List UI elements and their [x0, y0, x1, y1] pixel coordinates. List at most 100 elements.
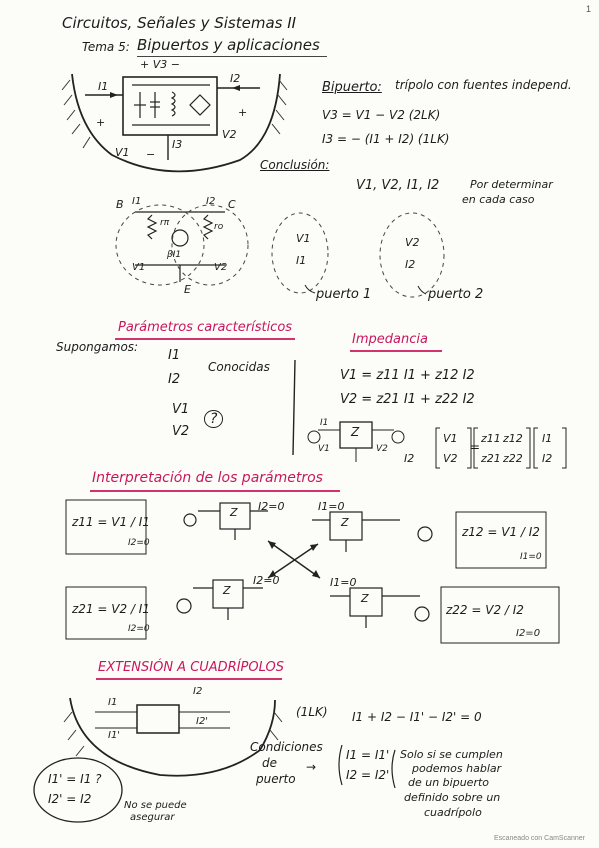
- conclusion-note-2: en cada caso: [462, 193, 535, 206]
- eq-i3: I3 = − (I1 + I2) (1LK): [322, 132, 450, 146]
- imp-v1: V1: [318, 444, 330, 454]
- interpretacion-heading: Interpretación de los parámetros: [92, 470, 323, 486]
- conocidas-label: Conocidas: [208, 360, 270, 374]
- sketch-z-2: Z: [341, 516, 349, 529]
- transistor-v2: V2: [214, 262, 228, 273]
- no-puede-label: No se puede: [124, 800, 187, 811]
- beta-label: βI1: [167, 250, 182, 260]
- circle-eq-2: I2' = I2: [48, 792, 92, 806]
- lk-equation: I1 + I2 − I1' − I2' = 0: [352, 710, 482, 724]
- z21-condition: I2=0: [128, 624, 150, 634]
- matrix-z21: z21: [481, 452, 501, 465]
- z11-formula: z11 = V1 / I1: [72, 515, 150, 529]
- transistor-i2: I2: [206, 196, 216, 207]
- cond-b: I2 = I2': [346, 768, 390, 782]
- transistor-i1: I1: [132, 196, 142, 207]
- sketch-cond-i1b: I1=0: [330, 576, 357, 589]
- i2-label: I2: [230, 72, 241, 85]
- z-eq-2: V2 = z21 I1 + z22 I2: [340, 392, 475, 407]
- ext-i1: I1: [108, 697, 118, 708]
- i1-label: I1: [98, 80, 109, 93]
- imp-i2: I2: [404, 452, 415, 465]
- z21-formula: z21 = V2 / I1: [72, 602, 150, 616]
- param-v2: V2: [172, 424, 190, 439]
- sketch-z-4: Z: [361, 592, 369, 605]
- condiciones-3: puerto: [256, 772, 296, 786]
- param-i2: I2: [168, 372, 181, 387]
- note-1: Solo si se cumplen: [400, 748, 503, 761]
- note-5: cuadrípolo: [424, 806, 482, 819]
- v3-label: + V3 −: [140, 58, 180, 71]
- param-i1: I1: [168, 348, 181, 363]
- sketch-z-1: Z: [230, 506, 238, 519]
- matrix-z11: z11: [481, 432, 501, 445]
- matrix-equals: =: [470, 440, 481, 454]
- ro-label: ro: [214, 222, 224, 232]
- note-4: definido sobre un: [404, 791, 501, 804]
- bipuerto-definition: trípolo con fuentes independ.: [395, 78, 572, 92]
- cond-a: I1 = I1': [346, 748, 390, 762]
- scanner-footer: Escaneado con CamScanner: [493, 835, 585, 842]
- matrix-i2: I2: [542, 452, 553, 465]
- plus-left: +: [96, 116, 106, 129]
- imp-v2: V2: [376, 444, 388, 454]
- node-c: C: [228, 198, 236, 211]
- sketch-cond-i1: I1=0: [318, 500, 345, 513]
- matrix-v2: V2: [443, 452, 458, 465]
- z-box-label: Z: [351, 425, 360, 439]
- port1-i: I1: [296, 254, 307, 267]
- circle-eq-1: I1' = I1 ?: [48, 772, 102, 786]
- node-e: E: [184, 283, 191, 296]
- page-number: 1: [585, 4, 591, 14]
- page-title: Circuitos, Señales y Sistemas II: [62, 14, 297, 32]
- z22-formula: z22 = V2 / I2: [446, 603, 524, 617]
- condiciones-arrow: →: [306, 760, 317, 774]
- note-3: de un bipuerto: [408, 776, 490, 789]
- matrix-v1: V1: [443, 432, 458, 445]
- extension-heading: EXTENSIÓN A CUADRÍPOLOS: [98, 660, 284, 675]
- port2-v: V2: [405, 236, 420, 249]
- note-2: podemos hablar: [412, 762, 502, 775]
- imp-i1: I1: [320, 418, 329, 428]
- conclusion-label: Conclusión:: [260, 158, 330, 172]
- param-v1: V1: [172, 402, 190, 417]
- z12-formula: z12 = V1 / I2: [462, 525, 540, 539]
- ext-i2: I2: [193, 686, 203, 697]
- matrix-z12: z12: [503, 432, 523, 445]
- port2-i: I2: [405, 258, 416, 271]
- ext-i2p: I2': [196, 716, 209, 727]
- node-b: B: [116, 198, 124, 211]
- condiciones-1: Condiciones: [250, 740, 323, 754]
- sketch-cond-i2: I2=0: [258, 500, 285, 513]
- bipuerto-label: Bipuerto:: [322, 80, 382, 95]
- z12-condition: I1=0: [520, 552, 542, 562]
- lk-label: (1LK): [296, 705, 328, 719]
- ext-i1p: I1': [108, 730, 121, 741]
- z22-condition: I2=0: [516, 628, 541, 639]
- question-mark: ?: [204, 410, 224, 428]
- transistor-v1: V1: [132, 262, 146, 273]
- supongamos-label: Supongamos:: [56, 340, 139, 354]
- matrix-z22: z22: [503, 452, 523, 465]
- minus-label: −: [146, 148, 156, 161]
- parametros-heading: Parámetros característicos: [118, 320, 293, 335]
- impedancia-heading: Impedancia: [352, 332, 428, 347]
- port1-v: V1: [296, 232, 311, 245]
- conclusion-note-1: Por determinar: [470, 178, 553, 191]
- z-eq-1: V1 = z11 I1 + z12 I2: [340, 368, 475, 383]
- condiciones-2: de: [262, 756, 277, 770]
- v1-label: V1: [115, 146, 130, 159]
- topic-prefix: Tema 5:: [82, 40, 130, 54]
- topic-title: Bipuertos y aplicaciones: [137, 36, 320, 54]
- i3-label: I3: [172, 138, 183, 151]
- z11-condition: I2=0: [128, 538, 150, 548]
- v2-label: V2: [222, 128, 237, 141]
- sketch-cond-i2b: I2=0: [253, 574, 280, 587]
- sketch-z-3: Z: [223, 584, 231, 597]
- asegurar-label: asegurar: [130, 812, 175, 823]
- matrix-i1: I1: [542, 432, 553, 445]
- puerto1-label: puerto 1: [316, 287, 372, 302]
- conclusion-vars: V1, V2, I1, I2: [356, 178, 440, 193]
